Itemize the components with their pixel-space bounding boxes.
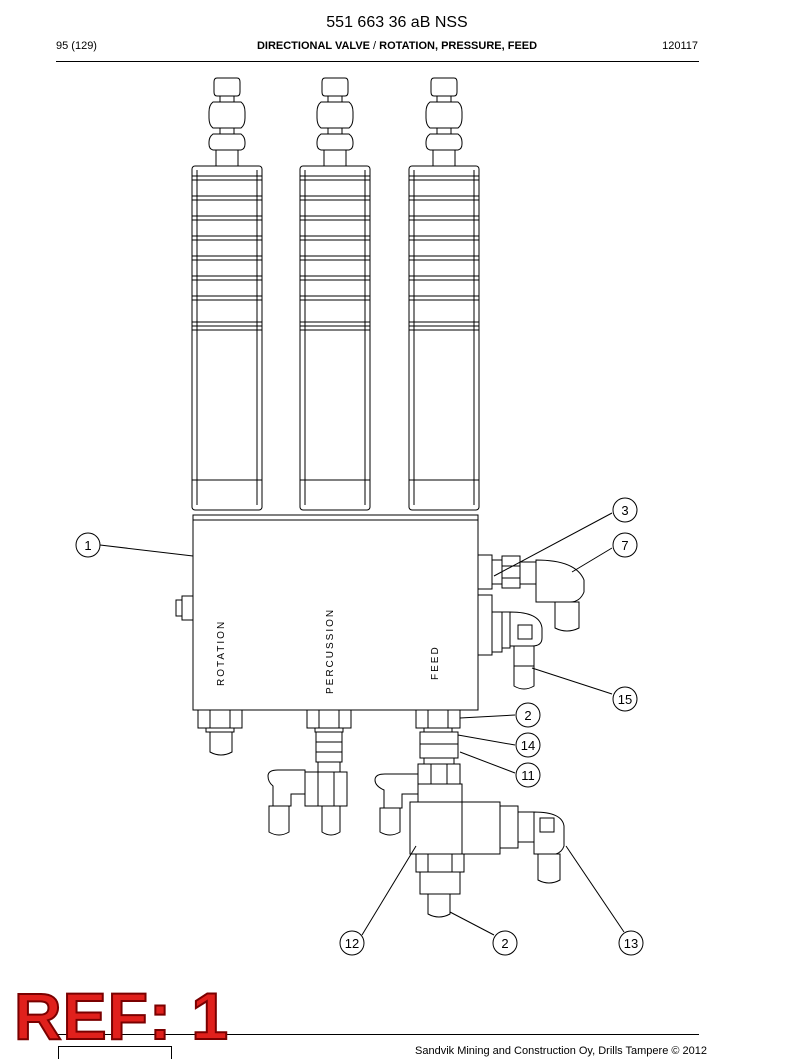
callout-3: 3 (612, 497, 638, 523)
title-separator: / (370, 40, 380, 52)
page-title: DIRECTIONAL VALVE / ROTATION, PRESSURE, … (0, 40, 794, 52)
callout-13: 13 (618, 930, 644, 956)
footer-copyright: Sandvik Mining and Construction Oy, Dril… (415, 1045, 707, 1057)
callout-1: 1 (75, 532, 101, 558)
callout-11: 11 (515, 762, 541, 788)
label-feed: FEED (430, 645, 441, 680)
title-main: DIRECTIONAL VALVE (256, 40, 370, 52)
ref-stamp: REF: 1 (13, 979, 230, 1053)
callout-2-upper: 2 (515, 702, 541, 728)
callout-number: 2 (524, 708, 531, 723)
callout-number: 13 (624, 936, 638, 951)
callout-14: 14 (515, 732, 541, 758)
page-number: 95 (129) (56, 40, 97, 52)
callout-15: 15 (612, 686, 638, 712)
header-rule (56, 61, 699, 62)
callout-number: 14 (521, 738, 535, 753)
callout-2-lower: 2 (492, 930, 518, 956)
callout-number: 11 (521, 768, 535, 783)
label-rotation: ROTATION (216, 620, 227, 686)
footer-rule (56, 1034, 699, 1035)
callout-number: 3 (621, 503, 628, 518)
date-code: 120117 (662, 40, 698, 52)
callout-12: 12 (339, 930, 365, 956)
label-percussion: PERCUSSION (325, 608, 336, 694)
callout-7: 7 (612, 532, 638, 558)
callout-number: 15 (618, 692, 632, 707)
title-sub: ROTATION, PRESSURE, FEED (379, 40, 538, 52)
callout-number: 12 (345, 936, 359, 951)
callout-number: 2 (501, 936, 508, 951)
document-number: 551 663 36 aB NSS (326, 14, 468, 31)
callout-number: 1 (84, 538, 91, 553)
callout-number: 7 (621, 538, 628, 553)
